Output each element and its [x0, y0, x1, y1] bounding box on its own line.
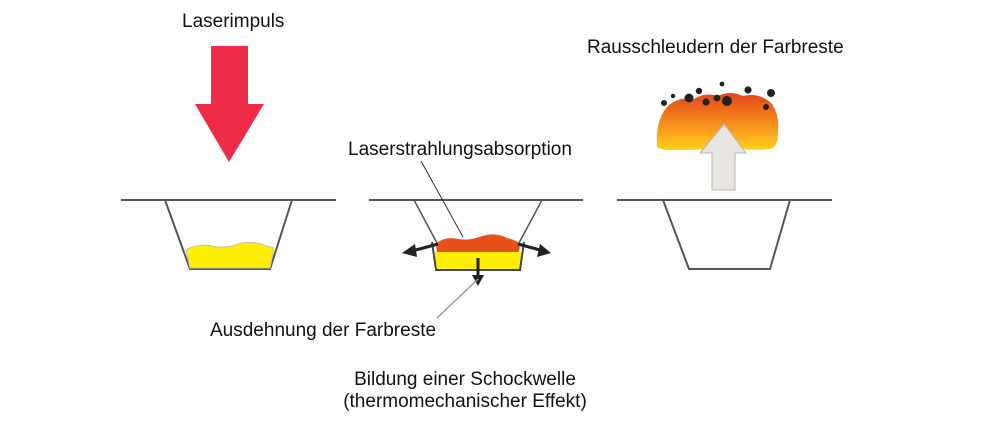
panel-laser-pulse — [121, 46, 336, 270]
expansion-arrow-left — [402, 242, 439, 257]
ink-particles — [661, 81, 775, 110]
ejection-label: Rausschleudern der Farbreste — [587, 37, 844, 58]
pocket-wall-left — [413, 199, 438, 244]
absorption-leader-line — [420, 160, 464, 238]
ejection-plume — [656, 93, 779, 151]
laser-pulse-arrow — [195, 46, 264, 162]
empty-pocket-outline — [662, 199, 791, 270]
shockwave-label: Bildung einer Schockwelle (thermomechani… — [320, 369, 610, 413]
absorption-label: Laserstrahlungsabsorption — [348, 139, 572, 160]
panel-ejection — [617, 81, 832, 270]
laser-pulse-label: Laserimpuls — [182, 11, 285, 32]
pocket-wall-right — [518, 199, 543, 244]
expansion-label: Ausdehnung der Farbreste — [210, 320, 437, 341]
panel-absorption — [369, 160, 583, 319]
expansion-arrow-down — [472, 258, 484, 286]
ink-pocket-outline — [164, 199, 293, 270]
shockwave-label-line2: (thermomechanischer Effekt) — [343, 391, 587, 412]
ink-residue-yellow — [185, 241, 275, 269]
expansion-leader-line — [436, 278, 479, 319]
shockwave-label-line1: Bildung einer Schockwelle — [354, 369, 576, 390]
ejection-arrow — [698, 123, 748, 191]
absorbed-ink-layer — [436, 234, 520, 252]
expansion-arrow-right — [517, 242, 551, 257]
